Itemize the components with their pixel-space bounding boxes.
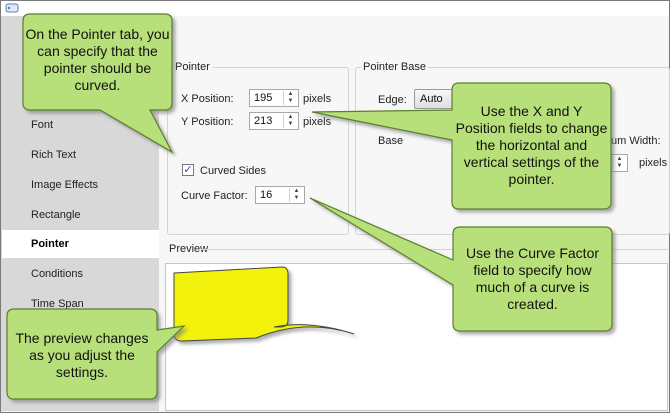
curve-factor-label: Curve Factor: (181, 190, 248, 202)
callout-pointer-tab-bubble (22, 13, 174, 154)
x-position-input[interactable]: 195 ▲▼ (249, 89, 299, 107)
sidebar-item-rich-text[interactable]: Rich Text (31, 149, 77, 161)
spin-up-icon[interactable]: ▲ (287, 91, 294, 97)
callout-xy-bubble (311, 82, 612, 210)
sidebar-item-pointer[interactable]: Pointer (2, 230, 159, 258)
sidebar-item-image-effects[interactable]: Image Effects (31, 179, 99, 191)
y-position-value: 213 (254, 115, 273, 127)
y-position-label: Y Position: (181, 116, 234, 128)
pointer-groupbox (167, 67, 349, 235)
spin-down-icon[interactable]: ▼ (293, 195, 300, 201)
callout-curve-bubble (309, 197, 613, 332)
minimum-width-spinner[interactable]: ▲▼ (612, 156, 626, 170)
preview-title: Preview (167, 243, 211, 255)
y-position-spinner[interactable]: ▲▼ (283, 114, 297, 128)
pointer-base-group-title: Pointer Base (361, 61, 428, 73)
title-bar (1, 1, 669, 17)
sidebar-item-font[interactable]: Font (31, 119, 54, 131)
preview-pointer-shape (173, 266, 355, 342)
edge-dropdown-value: Auto (420, 93, 443, 105)
sidebar-item-conditions[interactable]: Conditions (31, 268, 83, 280)
sidebar-item-time-span[interactable]: Time Span (31, 298, 84, 310)
edge-label: Edge: (378, 94, 407, 106)
sidebar-item-rectangle[interactable]: Rectangle (31, 209, 81, 221)
spin-up-icon[interactable]: ▲ (287, 114, 294, 120)
spin-up-icon[interactable]: ▲ (616, 156, 623, 162)
callout-preview-bubble (6, 308, 186, 400)
y-position-input[interactable]: 213 ▲▼ (249, 112, 299, 130)
spin-down-icon[interactable]: ▼ (287, 98, 294, 104)
callout-xy-text: Use the X and Y Position fields to chang… (455, 103, 608, 187)
minimum-width-unit: pixels (639, 157, 668, 169)
minimum-width-label: um Width: (611, 135, 661, 147)
base-label: Base (378, 135, 404, 147)
spin-down-icon[interactable]: ▼ (287, 121, 294, 127)
curve-factor-input[interactable]: 16 ▲▼ (255, 186, 305, 204)
pointer-group-title: Pointer (173, 61, 212, 73)
x-position-spinner[interactable]: ▲▼ (283, 91, 297, 105)
edge-dropdown[interactable]: Auto (414, 89, 456, 109)
x-position-label: X Position: (181, 93, 234, 105)
curve-factor-spinner[interactable]: ▲▼ (289, 188, 303, 202)
preview-divider (200, 249, 668, 250)
y-position-unit: pixels (303, 116, 332, 128)
callout-preview-text: The preview changes as you adjust the se… (15, 330, 149, 380)
callout-curve-text: Use the Curve Factor field to specify ho… (465, 245, 600, 312)
app-icon (5, 3, 19, 13)
curve-factor-value: 16 (260, 189, 273, 201)
spin-down-icon[interactable]: ▼ (616, 163, 623, 169)
curved-sides-label: Curved Sides (200, 165, 267, 177)
spin-up-icon[interactable]: ▲ (293, 188, 300, 194)
curved-sides-checkbox[interactable]: ✓ (182, 164, 194, 176)
callout-pointer-tab-text: On the Pointer tab, you can specify that… (25, 26, 170, 93)
x-position-value: 195 (254, 92, 273, 104)
x-position-unit: pixels (303, 93, 332, 105)
